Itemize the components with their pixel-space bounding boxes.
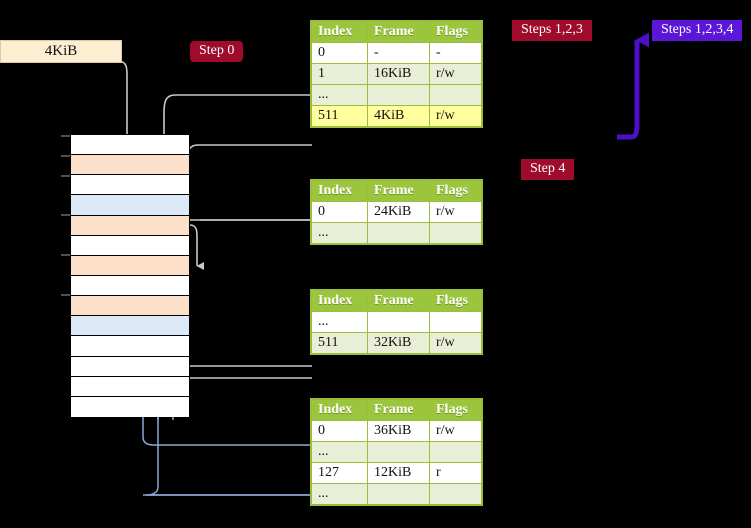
memory-row: [71, 255, 189, 276]
column-header-frame: Frame: [367, 21, 430, 43]
table-cell: ...: [311, 483, 368, 505]
table-cell: 36KiB: [367, 420, 430, 442]
table-cell: [367, 441, 430, 463]
table-cell: 0: [311, 42, 368, 64]
line-memory-to-pt4-row0: [142, 415, 312, 446]
memory-row: [71, 336, 189, 357]
table-cell: r/w: [429, 201, 482, 223]
column-header-index: Index: [311, 399, 368, 421]
table-cell: -: [367, 42, 430, 64]
badge-step-0-label: Step 0: [199, 43, 235, 58]
arrow-pt1-row511-to-memory: [186, 144, 312, 180]
table-row: ...: [311, 84, 482, 106]
table-cell: ...: [311, 311, 368, 333]
memory-row: [71, 356, 189, 377]
column-header-frame: Frame: [367, 399, 430, 421]
table-row: 0--: [311, 42, 482, 64]
table-cell: r: [429, 462, 482, 484]
table-cell: 12KiB: [367, 462, 430, 484]
size-box-4kib: 4KiB: [0, 40, 122, 63]
table-cell: 16KiB: [367, 63, 430, 85]
memory-row: [71, 175, 189, 196]
table-cell: 32KiB: [367, 332, 430, 354]
table-row: ...: [311, 483, 482, 505]
memory-row: [71, 275, 189, 297]
table-row: ...: [311, 222, 482, 244]
table-cell: [429, 84, 482, 106]
memory-row: [71, 195, 189, 216]
badge-step-0: Step 0: [190, 41, 244, 63]
badge-step-4-label: Step 4: [530, 161, 566, 176]
memory-row: [71, 215, 189, 236]
arrow-steps-loop: [617, 32, 649, 140]
badge-steps-123-label: Steps 1,2,3: [521, 22, 583, 37]
memory-row: [71, 135, 189, 156]
badge-steps-123: Steps 1,2,3: [512, 20, 592, 42]
table-cell: [367, 222, 430, 244]
table-cell: [367, 311, 430, 333]
table-cell: [367, 483, 430, 505]
memory-row: [71, 235, 189, 256]
memory-row: [71, 396, 189, 417]
table-cell: r/w: [429, 420, 482, 442]
line-memory-to-pt4-row127-seg: [145, 415, 312, 496]
memory-row: [71, 155, 189, 176]
physical-memory-column: [70, 134, 190, 417]
table-cell: [367, 84, 430, 106]
table-cell: r/w: [429, 332, 482, 354]
column-header-index: Index: [311, 290, 368, 312]
table-cell: [429, 311, 482, 333]
table-cell: [429, 222, 482, 244]
table-cell: 511: [311, 332, 368, 354]
table-cell: r/w: [429, 105, 482, 127]
column-header-index: Index: [311, 21, 368, 43]
table-cell: [429, 441, 482, 463]
column-header-index: Index: [311, 180, 368, 202]
table-cell: 4KiB: [367, 105, 430, 127]
memory-row: [71, 316, 189, 337]
table-cell: [429, 483, 482, 505]
table-cell: 511: [311, 105, 368, 127]
table-cell: -: [429, 42, 482, 64]
column-header-frame: Frame: [367, 290, 430, 312]
size-box-label: 4KiB: [44, 43, 78, 59]
memory-row: [71, 296, 189, 317]
table-cell: 0: [311, 201, 368, 223]
column-header-flags: Flags: [429, 180, 482, 202]
column-header-flags: Flags: [429, 290, 482, 312]
badge-steps-1234: Steps 1,2,3,4: [652, 20, 743, 42]
table-cell: 0: [311, 420, 368, 442]
column-header-flags: Flags: [429, 399, 482, 421]
table-row: ...: [311, 311, 482, 333]
table-cell: ...: [311, 84, 368, 106]
table-cell: r/w: [429, 63, 482, 85]
table-cell: ...: [311, 441, 368, 463]
table-cell: ...: [311, 222, 368, 244]
column-header-flags: Flags: [429, 21, 482, 43]
table-cell: 127: [311, 462, 368, 484]
badge-steps-1234-label: Steps 1,2,3,4: [661, 22, 734, 37]
badge-step-4: Step 4: [521, 159, 575, 181]
table-row: ...: [311, 441, 482, 463]
memory-row: [71, 376, 189, 397]
arrow-gray-down-mid: [189, 224, 204, 270]
table-cell: 24KiB: [367, 201, 430, 223]
column-header-frame: Frame: [367, 180, 430, 202]
table-cell: 1: [311, 63, 368, 85]
